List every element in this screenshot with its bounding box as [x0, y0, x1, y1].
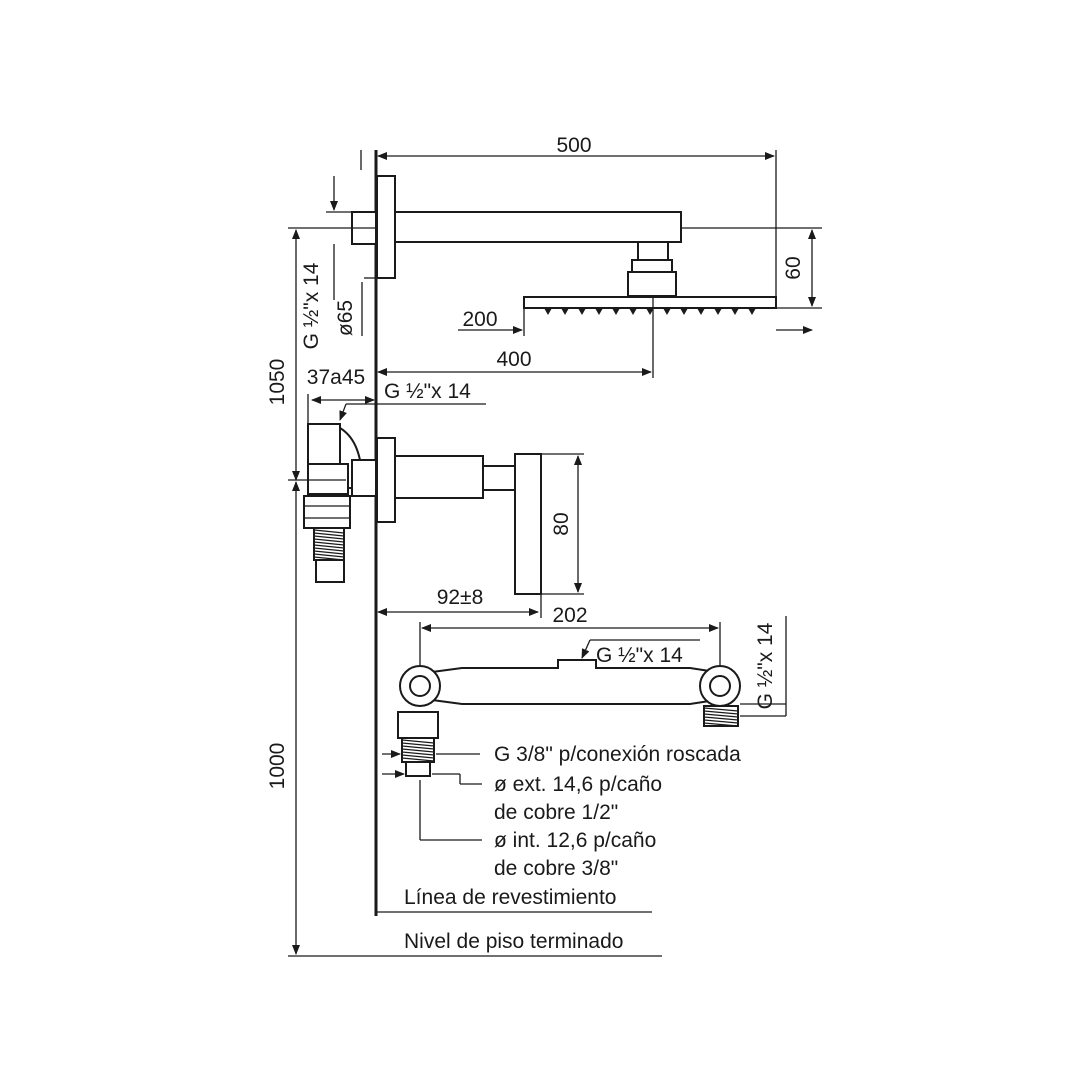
thread-line [703, 716, 739, 721]
dim-connector-width-label: 202 [552, 604, 587, 627]
dim-handle-size-label: 80 [550, 512, 573, 535]
thread-line [313, 544, 345, 549]
shower-nozzle [697, 308, 705, 315]
dim-flange [288, 176, 378, 336]
dim-head-center-label: 400 [496, 348, 531, 371]
dim-height-head-label: 1050 [266, 359, 289, 406]
dim-head-center [377, 296, 654, 378]
thread-line [313, 553, 345, 558]
valve-escutcheon [376, 437, 396, 523]
dim-top-thread-label: G ½"x 14 [300, 262, 323, 349]
valve-thread-label: G ½"x 14 [384, 380, 471, 403]
shower-nozzle [561, 308, 569, 315]
shower-nozzle [612, 308, 620, 315]
thread-line [313, 550, 345, 555]
thread-line [313, 529, 345, 534]
shower-nozzle [663, 308, 671, 315]
shower-nozzles [544, 308, 756, 315]
shower-nozzle [731, 308, 739, 315]
shower-head [523, 296, 777, 315]
thread-line [401, 757, 435, 762]
shower-nozzle [680, 308, 688, 315]
thread-line [703, 722, 739, 727]
ext-diameter-note-2: de cobre 1/2" [494, 801, 618, 824]
dim-handle-size [541, 453, 584, 595]
ext-diameter-note-1: ø ext. 14,6 p/caño [494, 773, 662, 796]
dim-head-offset-label: 200 [462, 308, 497, 331]
thread-line [703, 719, 739, 724]
thread-line [401, 754, 435, 759]
int-diameter-note-2: de cobre 3/8" [494, 857, 618, 880]
thread-line [401, 748, 435, 753]
thread-line [401, 742, 435, 747]
thread-line [401, 751, 435, 756]
thread-line [313, 538, 345, 543]
ext-diameter-leader [382, 770, 482, 785]
dim-height-valve-label: 1000 [266, 743, 289, 790]
dim-handle-projection [377, 594, 542, 618]
shower-arm [394, 211, 682, 297]
thread-line [313, 547, 345, 552]
wall-flange [351, 175, 396, 279]
dim-depth-range-label: 37a45 [307, 366, 365, 389]
dim-head-height-label: 60 [782, 256, 805, 279]
int-diameter-leader [419, 780, 482, 841]
finish-wall-label: Línea de revestimiento [404, 886, 616, 909]
dim-flange-label: ø65 [334, 300, 357, 336]
dim-arm-length [360, 150, 777, 300]
dim-depth-range [307, 394, 375, 424]
dim-arm-length-label: 500 [556, 134, 591, 157]
connector-left-thread [401, 739, 435, 762]
shower-nozzle [748, 308, 756, 315]
valve-body [303, 423, 377, 583]
thread-line [401, 745, 435, 750]
thread-line [313, 535, 345, 540]
connector-right-fitting [703, 705, 739, 727]
shower-nozzle [629, 308, 637, 315]
thread-line [703, 710, 739, 715]
valve-thread-leader [339, 403, 486, 421]
thread-line [703, 707, 739, 712]
connector-right-thread [703, 707, 739, 727]
connector-bar [399, 659, 741, 707]
int-diameter-note-1: ø int. 12,6 p/caño [494, 829, 656, 852]
connector-thread-top-leader [581, 639, 700, 659]
thread-line [401, 739, 435, 744]
shower-nozzle [544, 308, 552, 315]
shower-nozzle [714, 308, 722, 315]
shower-nozzle [646, 308, 654, 315]
thread-line [703, 713, 739, 718]
thread-line [313, 541, 345, 546]
thread-line [313, 532, 345, 537]
shower-nozzle [595, 308, 603, 315]
connector-left-fitting [397, 711, 439, 777]
dim-height-valve [288, 479, 346, 955]
shower-nozzle [578, 308, 586, 315]
connector-thread-top-label: G ½"x 14 [596, 644, 683, 667]
dim-head-height [681, 227, 822, 334]
dim-connector-width [419, 622, 721, 666]
dim-head-offset [458, 296, 525, 336]
finished-floor-label: Nivel de piso terminado [404, 930, 623, 953]
connector-thread-side-label: G ½"x 14 [754, 622, 777, 709]
thread-38-note: G 3/8" p/conexión roscada [494, 743, 741, 766]
valve-handle [394, 453, 542, 595]
dim-handle-projection-label: 92±8 [437, 586, 484, 609]
connector-thread-side-dim [740, 616, 787, 717]
